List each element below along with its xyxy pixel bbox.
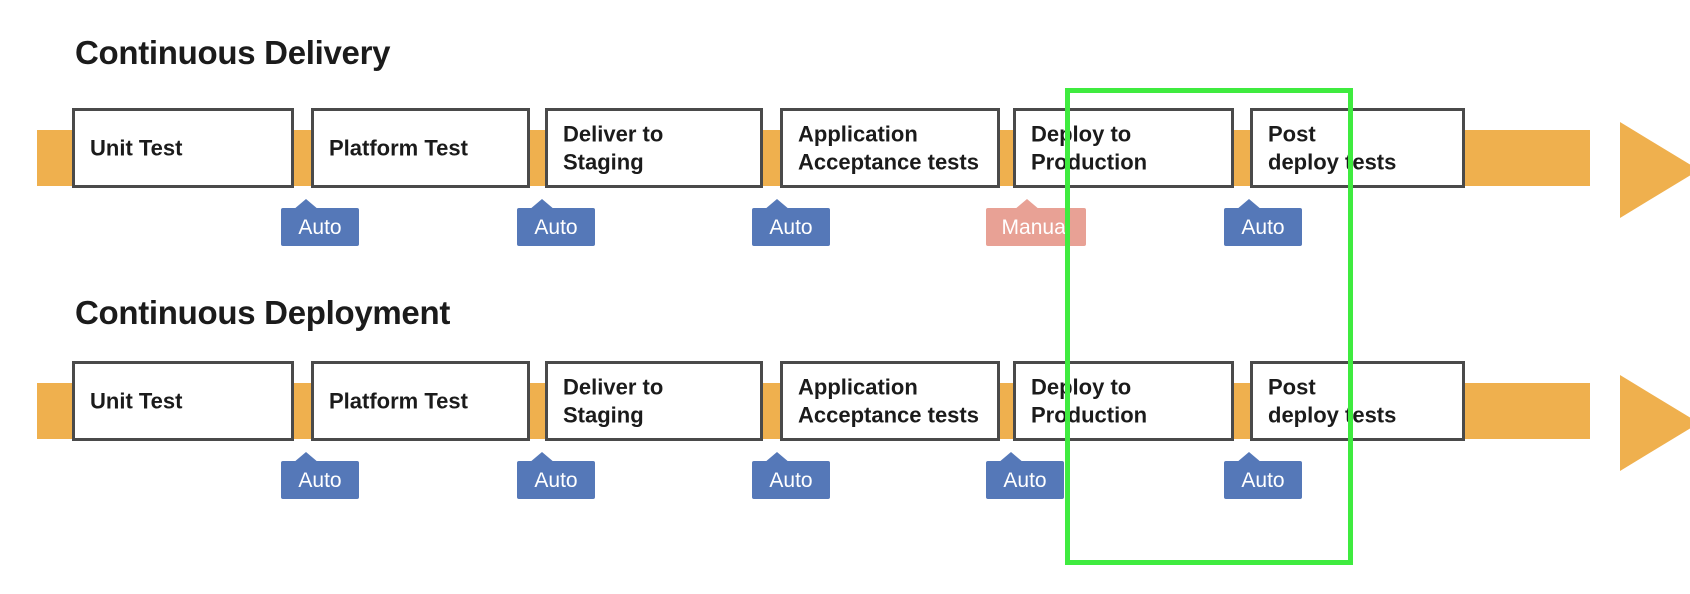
stage-label: Unit Test <box>90 135 183 161</box>
stage-platform-test[interactable]: Platform Test <box>311 108 530 188</box>
badge-label: Auto <box>769 468 813 492</box>
trigger-badge-auto[interactable]: Auto <box>752 199 830 246</box>
badge-body <box>281 208 359 246</box>
stage-deploy-to-production[interactable]: Deploy to Production <box>1013 361 1234 441</box>
badge-pointer-icon <box>1236 452 1262 463</box>
badge-body <box>281 461 359 499</box>
badge-pointer-icon <box>1236 199 1262 210</box>
stage-label: Application Acceptance tests <box>798 374 979 428</box>
trigger-badge-auto[interactable]: Auto <box>1224 452 1302 499</box>
badge-label: Auto <box>769 215 813 239</box>
badge-body <box>752 461 830 499</box>
badge-pointer-icon <box>529 199 555 210</box>
badge-body <box>986 461 1064 499</box>
stage-label: Application Acceptance tests <box>798 121 979 175</box>
badge-label: Auto <box>1241 215 1285 239</box>
trigger-badge-auto[interactable]: Auto <box>281 452 359 499</box>
pipeline-arrow-head-icon <box>1620 375 1690 471</box>
stage-deploy-to-production[interactable]: Deploy to Production <box>1013 108 1234 188</box>
badge-body <box>517 461 595 499</box>
stage-label: Unit Test <box>90 388 183 414</box>
stage-label: Post deploy tests <box>1268 121 1397 175</box>
title-continuous-deployment: Continuous Deployment <box>75 294 451 331</box>
trigger-badge-auto[interactable]: Auto <box>1224 199 1302 246</box>
badge-label: Auto <box>298 215 342 239</box>
badge-label: Auto <box>1003 468 1047 492</box>
stage-label: Deploy to Production <box>1031 374 1148 428</box>
stage-label: Platform Test <box>329 388 468 414</box>
stage-deliver-to-staging[interactable]: Deliver to Staging <box>545 108 763 188</box>
title-continuous-delivery: Continuous Delivery <box>75 34 391 71</box>
stage-deliver-to-staging[interactable]: Deliver to Staging <box>545 361 763 441</box>
badge-pointer-icon <box>529 452 555 463</box>
badge-label: Manual <box>1001 215 1071 239</box>
pipeline-continuous-deployment: Unit Test Platform Test Deliver to Stagi… <box>0 361 1690 501</box>
badge-body <box>752 208 830 246</box>
stage-unit-test[interactable]: Unit Test <box>72 361 294 441</box>
trigger-badge-auto[interactable]: Auto <box>517 199 595 246</box>
stage-platform-test[interactable]: Platform Test <box>311 361 530 441</box>
trigger-badge-auto[interactable]: Auto <box>517 452 595 499</box>
badge-pointer-icon <box>293 452 319 463</box>
badge-label: Auto <box>534 468 578 492</box>
badge-pointer-icon <box>764 199 790 210</box>
badge-body <box>517 208 595 246</box>
trigger-badge-auto[interactable]: Auto <box>281 199 359 246</box>
trigger-badge-auto[interactable]: Auto <box>752 452 830 499</box>
badge-body <box>1224 208 1302 246</box>
trigger-badge-manual[interactable]: Manual <box>986 199 1086 246</box>
stage-label: Deliver to Staging <box>563 374 664 428</box>
badge-label: Auto <box>534 215 578 239</box>
stage-application-acceptance-tests[interactable]: Application Acceptance tests <box>780 361 1000 441</box>
badge-pointer-icon <box>764 452 790 463</box>
trigger-badge-auto[interactable]: Auto <box>986 452 1064 499</box>
badge-pointer-icon <box>293 199 319 210</box>
badge-label: Auto <box>298 468 342 492</box>
stage-label: Platform Test <box>329 135 468 161</box>
pipeline-arrow-head-icon <box>1620 122 1690 218</box>
pipeline-continuous-delivery: Unit Test Platform Test Deliver to Stagi… <box>0 108 1690 248</box>
stage-label: Post deploy tests <box>1268 374 1397 428</box>
stage-post-deploy-tests[interactable]: Post deploy tests <box>1250 361 1465 441</box>
stage-application-acceptance-tests[interactable]: Application Acceptance tests <box>780 108 1000 188</box>
stage-label: Deploy to Production <box>1031 121 1148 175</box>
badge-pointer-icon <box>1014 199 1040 210</box>
stage-unit-test[interactable]: Unit Test <box>72 108 294 188</box>
stage-label: Deliver to Staging <box>563 121 664 175</box>
badge-pointer-icon <box>998 452 1024 463</box>
badge-label: Auto <box>1241 468 1285 492</box>
badge-body <box>1224 461 1302 499</box>
stage-post-deploy-tests[interactable]: Post deploy tests <box>1250 108 1465 188</box>
